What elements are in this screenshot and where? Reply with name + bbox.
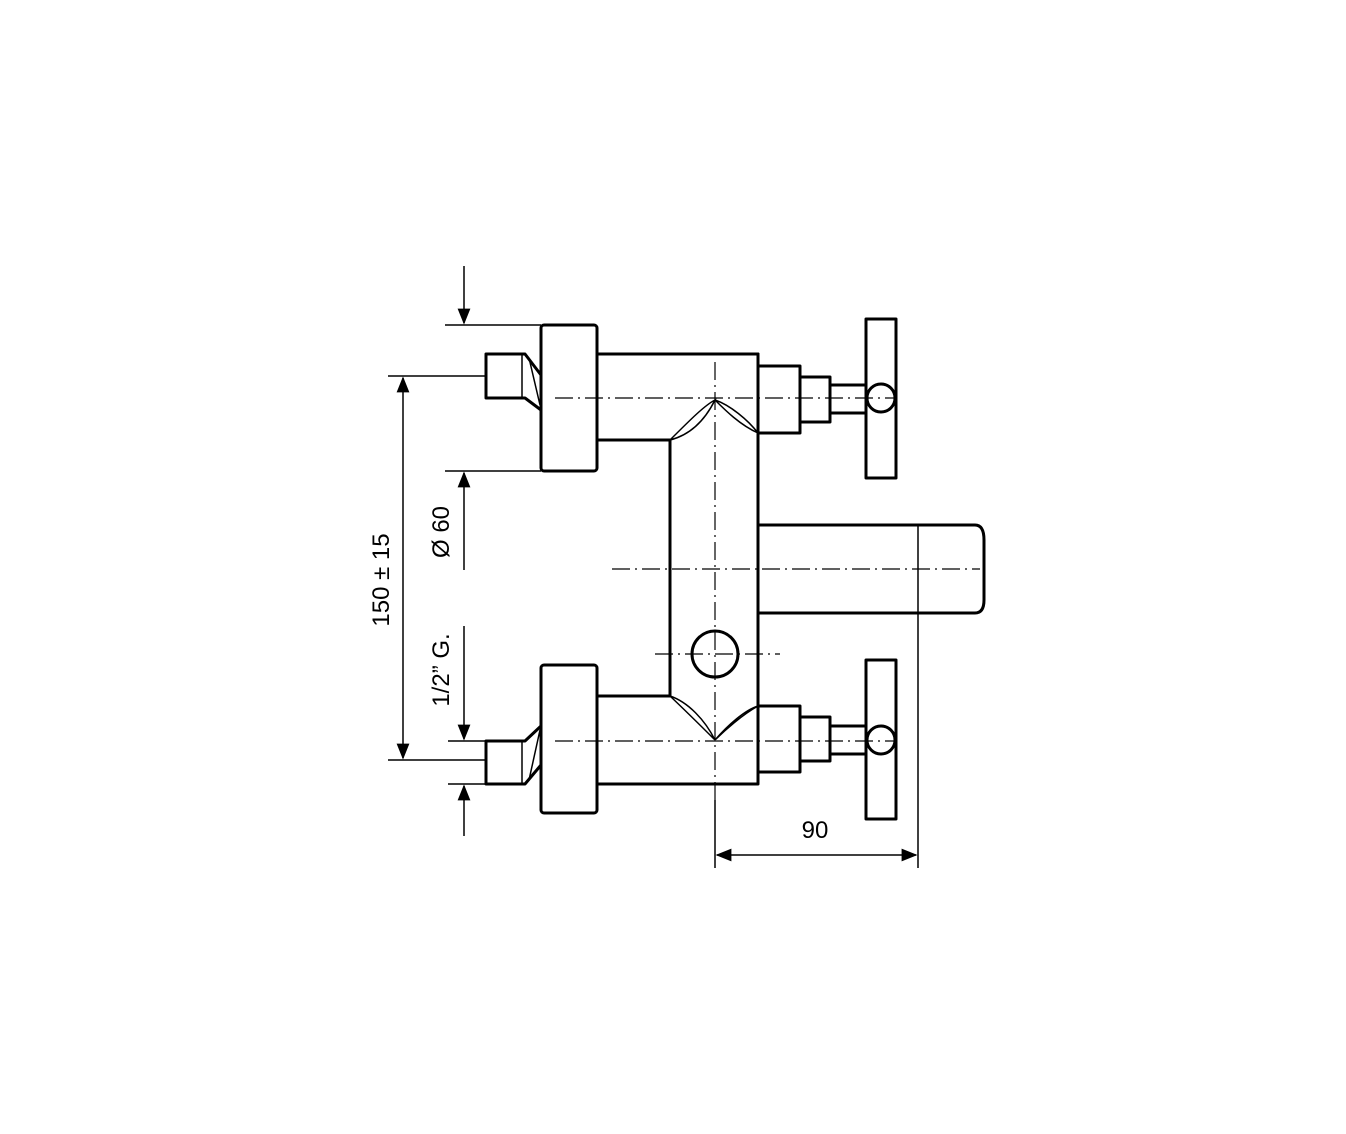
top-wall-flange <box>484 323 599 473</box>
center-lines <box>555 362 980 800</box>
diameter-dimension-label: Ø 60 <box>428 506 455 558</box>
bottom-valve-handle <box>756 658 898 821</box>
extension-lines <box>388 324 919 868</box>
width-dimension-label: 90 <box>802 817 829 844</box>
dimension-lines <box>396 266 918 862</box>
bottom-wall-flange <box>484 663 599 815</box>
thread-dimension-label: 1/2” G. <box>428 633 455 706</box>
height-dimension-label: 150 ± 15 <box>368 533 395 626</box>
